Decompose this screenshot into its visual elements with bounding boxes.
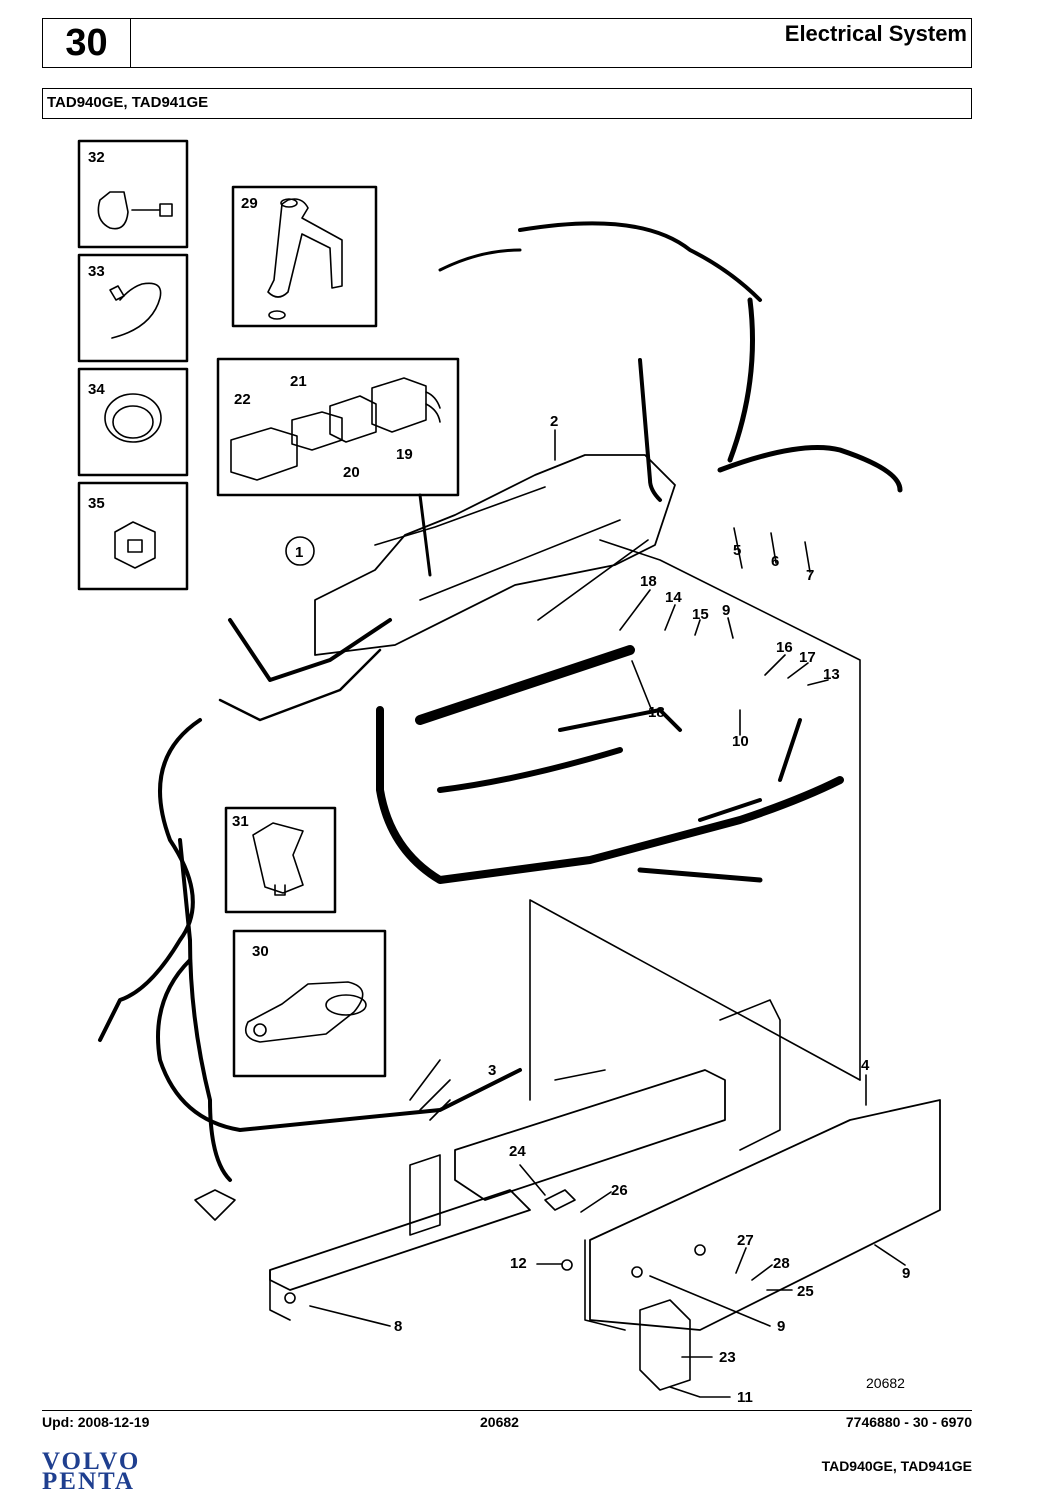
footer-updated: Upd: 2008-12-19 (42, 1414, 150, 1430)
callout-35: 35 (88, 495, 105, 512)
callout-29: 29 (241, 195, 258, 212)
callout-8: 8 (394, 1318, 402, 1335)
callout-11: 11 (737, 1389, 753, 1406)
callout-18b: 18 (648, 704, 665, 721)
inset-box-34 (77, 367, 189, 477)
callout-34: 34 (88, 381, 105, 398)
model-line: TAD940GE, TAD941GE (42, 88, 972, 119)
inset-box-35 (77, 481, 189, 591)
callout-30: 30 (252, 943, 269, 960)
footer-model: TAD940GE, TAD941GE (821, 1458, 972, 1474)
inset-box-33 (77, 253, 189, 363)
inset-box-relay (216, 357, 460, 497)
callout-17: 17 (799, 649, 816, 666)
section-number: 30 (43, 19, 131, 67)
callout-23: 23 (719, 1349, 736, 1366)
inset-box-30 (232, 929, 387, 1078)
callout-10: 10 (732, 733, 749, 750)
callout-21: 21 (290, 373, 307, 390)
callout-24: 24 (509, 1143, 526, 1160)
callout-9c: 9 (777, 1318, 785, 1335)
callout-9a: 9 (722, 602, 730, 619)
callout-31: 31 (232, 813, 249, 830)
volvo-penta-logo: VOLVO PENTA (42, 1448, 177, 1495)
footer-rule (42, 1410, 972, 1411)
figure-id: 20682 (866, 1375, 905, 1391)
callout-13: 13 (823, 666, 840, 683)
callout-25: 25 (797, 1283, 814, 1300)
callout-5: 5 (733, 542, 741, 559)
header-box: 30 Electrical System (42, 18, 972, 68)
callout-16: 16 (776, 639, 793, 656)
callout-20: 20 (343, 464, 360, 481)
inset-box-31 (224, 806, 337, 914)
callout-6: 6 (771, 553, 779, 570)
logo-line-1: VOLVO (42, 1448, 141, 1475)
callout-33: 33 (88, 263, 105, 280)
callout-9b: 9 (902, 1265, 910, 1282)
footer-page-code: 20682 (480, 1414, 519, 1430)
callout-14: 14 (665, 589, 682, 606)
logo-line-2: PENTA (42, 1468, 135, 1495)
callout-22: 22 (234, 391, 251, 408)
callout-28: 28 (773, 1255, 790, 1272)
callout-15: 15 (692, 606, 709, 623)
callout-19: 19 (396, 446, 413, 463)
callout-1: 1 (295, 544, 303, 561)
inset-box-29 (231, 185, 378, 328)
footer-doc-ref: 7746880 - 30 - 6970 (845, 1414, 972, 1430)
callout-18a: 18 (640, 573, 657, 590)
callout-4: 4 (861, 1057, 870, 1074)
inset-box-32 (77, 139, 189, 249)
parts-diagram: 32 33 34 35 29 21 22 19 20 1 2 5 6 7 18 … (77, 139, 941, 1406)
callout-32: 32 (88, 149, 105, 166)
section-title: Electrical System (784, 21, 967, 46)
callout-3: 3 (488, 1062, 496, 1079)
callout-12: 12 (510, 1255, 527, 1272)
callout-26: 26 (611, 1182, 628, 1199)
callout-2: 2 (550, 413, 558, 430)
callout-27: 27 (737, 1232, 754, 1249)
callout-7: 7 (806, 567, 814, 584)
